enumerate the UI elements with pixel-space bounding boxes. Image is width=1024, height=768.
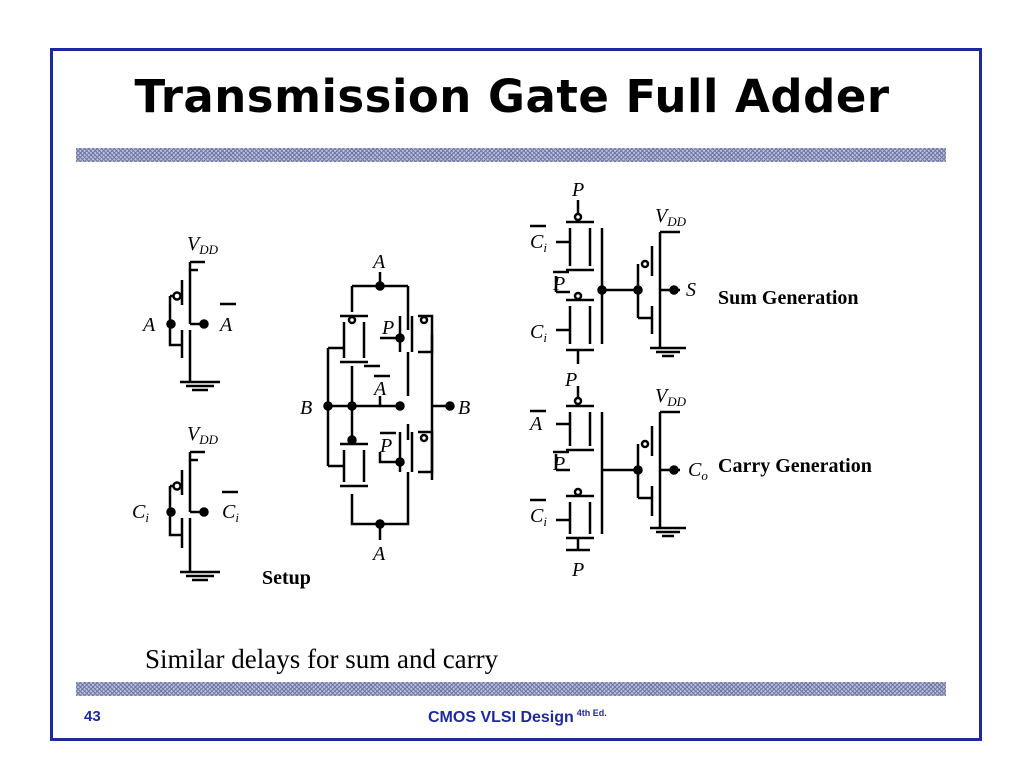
input-a-label: A: [141, 314, 156, 336]
xor-a-bottom: A: [371, 543, 386, 565]
footer-text: CMOS VLSI Design: [428, 709, 574, 726]
sum-p-top: P: [571, 179, 584, 201]
carry-pbar: P: [552, 453, 565, 475]
xor-a-top: A: [371, 251, 386, 273]
top-divider: [76, 148, 946, 162]
vdd-label-sum: VDD: [655, 205, 687, 229]
xor-b-left: B: [300, 397, 312, 419]
slide-caption: Similar delays for sum and carry: [145, 644, 499, 674]
input-ci-label: Ci: [132, 501, 149, 525]
xor-abar: A: [372, 378, 387, 400]
xor-pbar: P: [379, 435, 392, 457]
carry-output-co: Co: [688, 459, 708, 483]
output-abar-label: A: [218, 314, 233, 336]
vdd-label-2: VDD: [187, 423, 219, 447]
output-cibar-label: Ci: [222, 501, 239, 525]
sum-cibar: Ci: [530, 231, 547, 255]
sum-pbar: P: [552, 273, 565, 295]
sum-generation-label: Sum Generation: [718, 287, 859, 309]
xor-block: [323, 272, 455, 540]
xor-p-out: P: [381, 317, 394, 339]
vdd-label-1: VDD: [187, 233, 219, 257]
carry-cibar: Ci: [530, 505, 547, 529]
carry-abar: A: [528, 413, 543, 435]
slide-number: 43: [84, 708, 101, 725]
inverter-ci: [166, 450, 220, 582]
bottom-divider: [76, 682, 946, 696]
sum-output-s: S: [686, 279, 696, 301]
slide-title: Transmission Gate Full Adder: [134, 70, 890, 123]
footer-edition: 4th Ed.: [576, 708, 607, 718]
sum-p-bottom: P: [564, 369, 577, 391]
sum-ci: Ci: [530, 321, 547, 345]
xor-b-right: B: [458, 397, 470, 419]
vdd-label-carry: VDD: [655, 385, 687, 409]
setup-label: Setup: [262, 567, 311, 589]
sum-mux: [554, 200, 686, 364]
carry-mux: [554, 386, 686, 552]
carry-generation-label: Carry Generation: [718, 455, 872, 477]
carry-p-bottom: P: [571, 559, 584, 581]
slide-frame: [50, 48, 982, 741]
inverter-a: [166, 260, 220, 392]
